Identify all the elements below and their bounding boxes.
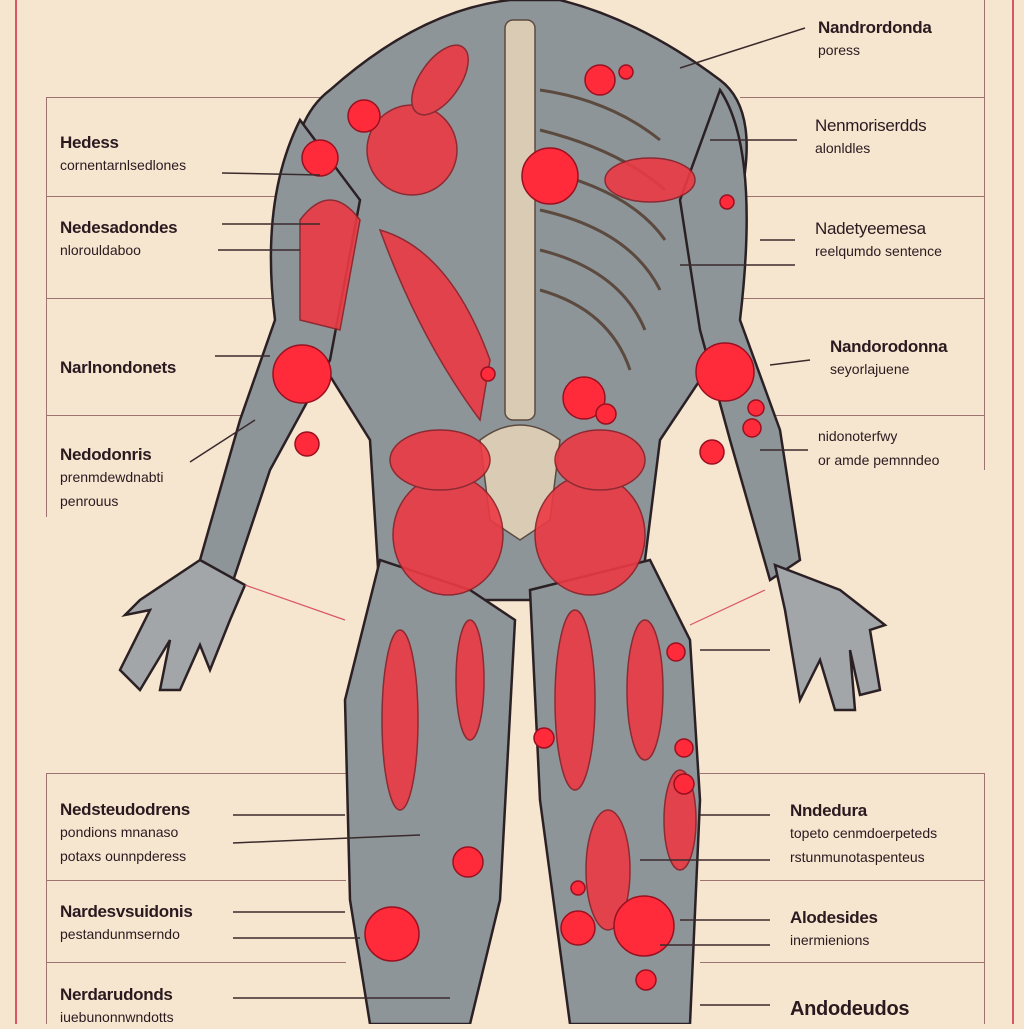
label-sub: reelqumdo sentence: [815, 243, 942, 259]
label-title: Nardesvsuidonis: [60, 902, 193, 921]
label-sub: prenmdewdnabti: [60, 469, 164, 485]
label-sub: nidonoterfwy: [818, 428, 898, 444]
label-left-2: Nedesadondes nlorouldaboo: [60, 218, 178, 262]
divider: [770, 415, 984, 416]
label-sub: topeto cenmdoerpeteds: [790, 825, 938, 841]
red-pointer-lines: [244, 584, 766, 626]
label-title: Nedsteudodrens: [60, 800, 190, 819]
label-title: Nerdarudonds: [60, 985, 173, 1004]
label-title: Narlnondonets: [60, 358, 177, 377]
right-border-line: [1012, 0, 1014, 1024]
divider: [46, 880, 346, 881]
label-right-3: Nadetyeemesa reelqumdo sentence: [815, 219, 942, 263]
label-left-6: Nardesvsuidonis pestandunmserndo: [60, 902, 193, 946]
label-sub: seyorlajuene: [830, 361, 910, 377]
label-sub: nlorouldaboo: [60, 242, 141, 258]
lymph-nodes: [272, 64, 765, 991]
divider: [46, 415, 266, 416]
left-leg: [343, 558, 517, 1024]
label-title: Nandrordonda: [818, 18, 932, 37]
label-right-7: Alodesides inermienions: [790, 908, 878, 952]
label-title: Nndedura: [790, 801, 867, 820]
label-sub: rstunmunotaspenteus: [790, 849, 925, 865]
label-left-1: Hedess cornentarnlsedlones: [60, 133, 186, 177]
divider: [700, 773, 984, 774]
right-panel-edge: [984, 0, 985, 470]
label-right-2: Nenmoriserdds alonldles: [815, 116, 927, 160]
left-border-line: [15, 0, 17, 1024]
left-bottom-panel-edge: [46, 773, 47, 1024]
left-panel-edge: [46, 97, 47, 517]
label-right-8: Andodeudos: [790, 998, 910, 1021]
label-right-6: Nndedura topeto cenmdoerpeteds rstunmunota…: [790, 801, 937, 869]
label-sub: inermienions: [790, 932, 870, 948]
divider: [46, 773, 346, 774]
muscles: [299, 44, 697, 931]
divider: [740, 196, 984, 197]
label-left-7: Nerdarudonds iuebunonnwndotts: [60, 985, 174, 1029]
label-sub: alonldles: [815, 140, 871, 156]
ribcage: [539, 88, 667, 371]
label-right-1: Nandrordonda poress: [818, 18, 932, 62]
label-title: Hedess: [60, 133, 119, 152]
divider: [740, 97, 984, 98]
label-left-5: Nedsteudodrens pondions mnanaso potaxs oun…: [60, 800, 190, 868]
left-hand: [118, 558, 247, 693]
label-left-4: Nedodonris prenmdewdnabti penrouus: [60, 445, 164, 513]
divider: [46, 97, 336, 98]
divider: [700, 880, 984, 881]
label-title: Nenmoriserdds: [815, 116, 927, 135]
label-sub: poress: [818, 42, 861, 58]
label-sub: iuebunonnwndotts: [60, 1009, 174, 1025]
label-sub: pondions mnanaso: [60, 824, 179, 840]
label-right-5: nidonoterfwy or amde pemnndeo: [818, 424, 939, 472]
label-sub: penrouus: [60, 493, 119, 509]
label-left-3: Narlnondonets: [60, 358, 176, 378]
label-title: Nadetyeemesa: [815, 219, 926, 238]
divider: [740, 298, 984, 299]
divider: [46, 962, 346, 963]
divider: [46, 196, 306, 197]
label-title: Alodesides: [790, 908, 878, 927]
label-sub: pestandunmserndo: [60, 926, 180, 942]
label-title: Nandorodonna: [830, 337, 948, 356]
label-title: Andodeudos: [790, 998, 910, 1020]
label-right-4: Nandorodonna seyorlajuene: [830, 337, 948, 381]
right-hand: [773, 562, 888, 712]
label-title: Nedodonris: [60, 445, 152, 464]
divider: [700, 962, 984, 963]
label-sub: or amde pemnndeo: [818, 452, 940, 468]
divider: [46, 298, 286, 299]
label-sub: cornentarnlsedlones: [60, 157, 187, 173]
label-title: Nedesadondes: [60, 218, 178, 237]
right-arm: [678, 87, 802, 582]
right-bottom-panel-edge: [984, 773, 985, 1024]
spine: [479, 19, 561, 541]
label-sub: potaxs ounnpderess: [60, 848, 187, 864]
leader-lines: [189, 27, 811, 1006]
